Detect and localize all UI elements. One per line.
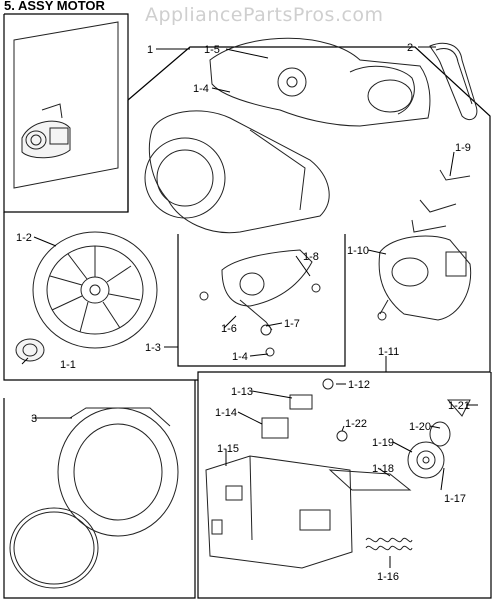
label-1-1: 1-1: [60, 359, 76, 371]
assembly-frame-outlines: [3, 13, 492, 599]
diagram-title: 5. ASSY MOTOR: [4, 0, 105, 13]
callout-labels: 1 1-5 2 1-4 1-9 1-2 1-8 1-10 1-6 1-7 1-3…: [16, 42, 471, 583]
callout-leader-lines: [21, 46, 478, 568]
blower-wheel-part: [32, 231, 158, 349]
motor-assembly-inset-drawing: [13, 21, 119, 189]
label-3: 3: [31, 413, 37, 425]
drum-seal-ring-part: [9, 507, 99, 589]
watermark-text: AppliancePartsPros.com: [145, 4, 384, 26]
label-1-2: 1-2: [16, 232, 32, 244]
label-1-5: 1-5: [204, 44, 220, 56]
label-1-14: 1-14: [215, 407, 237, 419]
rear-drum-support-part: [57, 407, 179, 537]
label-1-13: 1-13: [231, 386, 253, 398]
label-1-4-upper: 1-4: [193, 83, 209, 95]
motor-mount-part: [199, 249, 321, 336]
label-1-22: 1-22: [345, 418, 367, 430]
label-1-15: 1-15: [217, 443, 239, 455]
label-1-16: 1-16: [377, 571, 399, 583]
idler-bracket-part: [205, 455, 353, 569]
label-1-19: 1-19: [372, 437, 394, 449]
label-1: 1: [147, 44, 153, 56]
screw-part: [265, 347, 275, 357]
idler-sensor-parts: [261, 378, 471, 491]
label-1-18: 1-18: [372, 463, 394, 475]
label-1-21: 1-21: [448, 400, 470, 412]
hex-nut-part: [15, 338, 45, 362]
label-1-7: 1-7: [284, 318, 300, 330]
idler-spring-part: [365, 537, 413, 551]
label-1-20: 1-20: [409, 421, 431, 433]
label-1-17: 1-17: [444, 493, 466, 505]
drive-motor-part: [377, 235, 472, 321]
blower-housing-part: [144, 110, 330, 234]
label-1-3: 1-3: [145, 342, 161, 354]
label-1-6: 1-6: [221, 323, 237, 335]
label-1-4-lower: 1-4: [232, 351, 248, 363]
housing-cover-part: [209, 37, 431, 127]
label-1-10: 1-10: [347, 245, 369, 257]
label-1-8: 1-8: [303, 251, 319, 263]
drive-belt-part: [429, 42, 478, 121]
label-1-9: 1-9: [455, 142, 471, 154]
label-2: 2: [407, 42, 413, 54]
label-1-11: 1-11: [378, 346, 399, 358]
clip-parts: [411, 169, 471, 233]
label-1-12: 1-12: [348, 379, 370, 391]
